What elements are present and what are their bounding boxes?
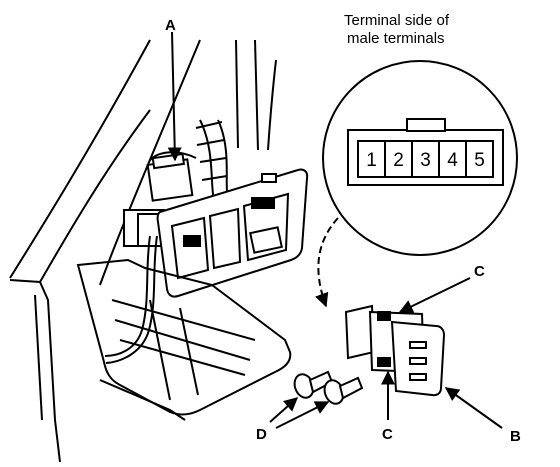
switch-panel <box>156 168 309 298</box>
connector-a <box>123 152 194 247</box>
callout-b: B <box>510 428 521 445</box>
callout-c-bottom: C <box>382 426 393 443</box>
callout-c-top: C <box>474 263 485 280</box>
terminal-4: 4 <box>447 150 458 171</box>
removed-switch <box>344 304 446 397</box>
terminal-cells <box>357 140 494 178</box>
callout-a: A <box>165 17 176 34</box>
terminal-5: 5 <box>474 150 485 171</box>
callout-d: D <box>256 426 267 443</box>
terminal-2: 2 <box>393 150 404 171</box>
dashboard-outline <box>9 39 277 463</box>
terminal-1: 1 <box>366 150 377 171</box>
switch-wire <box>104 235 158 364</box>
leader-lines <box>167 31 503 429</box>
caption-line-2: male terminals <box>347 30 445 47</box>
caption-line-1: Terminal side of <box>344 12 450 29</box>
screws <box>293 370 364 405</box>
lower-console <box>76 258 292 421</box>
terminal-3: 3 <box>420 150 431 171</box>
detail-arrow <box>315 217 339 308</box>
